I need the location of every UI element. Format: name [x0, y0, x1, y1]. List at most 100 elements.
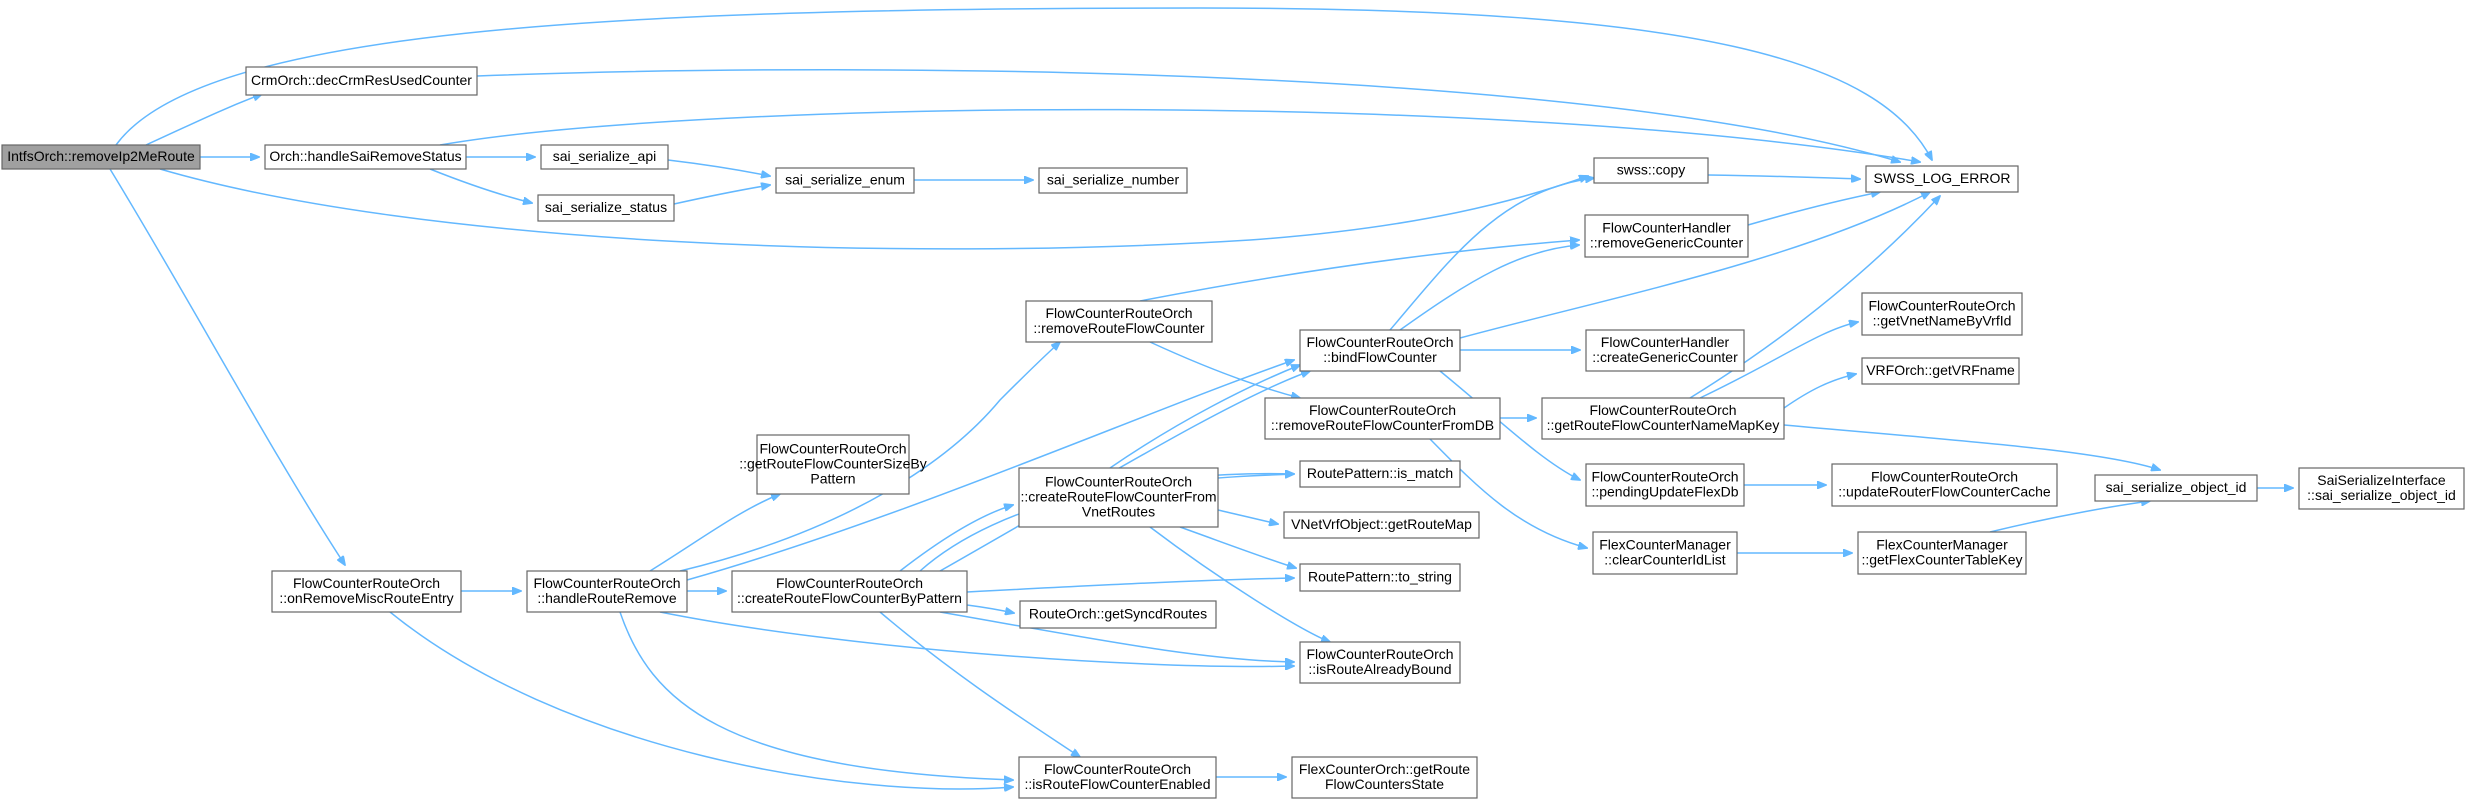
edge-fcro_create_vnet-to-fcro_isbound: [1149, 526, 1330, 642]
edge-fcro_bind-to-fch_remove: [1399, 245, 1579, 331]
node-box: [1299, 641, 1461, 684]
node-ser-number[interactable]: sai_serialize_number: [1038, 167, 1188, 194]
edge-fcro_getmapkey-to-ser_objid: [1783, 424, 2160, 470]
node-fcro-on-remove[interactable]: FlowCounterRouteOrch::onRemoveMiscRouteE…: [271, 570, 462, 613]
node-label-line: ::createRouteFlowCounterFrom: [1020, 489, 1216, 505]
node-box: [731, 570, 968, 613]
node-label-line: swss::copy: [1617, 162, 1685, 178]
node-label-line: FlowCounterRouteOrch: [533, 575, 680, 591]
node-box: [1299, 460, 1461, 488]
node-box: [1592, 531, 1738, 575]
node-fcro-getvnet[interactable]: FlowCounterRouteOrch::getVnetNameByVrfId: [1861, 292, 2023, 336]
node-box: [1018, 467, 1219, 528]
node-rp-tostring[interactable]: RoutePattern::to_string: [1299, 563, 1461, 592]
edge-fcro_on_remove-to-fcro_isenabled: [389, 611, 1013, 789]
node-label-line: FlowCounterRouteOrch: [1591, 469, 1738, 485]
edge-root-to-log_error: [115, 7, 1932, 160]
edge-ser_status-to-ser_enum: [673, 185, 770, 205]
node-box: [264, 144, 467, 170]
node-vrf-getname[interactable]: VRFOrch::getVRFname: [1861, 357, 2020, 385]
node-label-line: ::updateRouterFlowCounterCache: [1838, 484, 2051, 500]
node-label-line: FlowCounterRouteOrch: [1309, 402, 1456, 418]
edge-fcro_bind-to-fcro_pending: [1439, 370, 1580, 480]
edge-fcro_handle_remove-to-fcro_getsize: [649, 494, 780, 572]
node-label-line: sai_serialize_object_id: [2106, 479, 2247, 495]
edge-fcro_bind-to-log_error: [1459, 192, 1930, 339]
node-label-line: FlowCounterRouteOrch: [1306, 334, 1453, 350]
node-log-error[interactable]: SWSS_LOG_ERROR: [1865, 165, 2019, 193]
node-fcro-create-pattern[interactable]: FlowCounterRouteOrch::createRouteFlowCou…: [731, 570, 968, 613]
node-ser-enum[interactable]: sai_serialize_enum: [775, 167, 915, 194]
node-label-line: RoutePattern::is_match: [1307, 465, 1453, 481]
node-fcm-clear[interactable]: FlexCounterManager::clearCounterIdList: [1592, 531, 1738, 575]
node-label-line: sai_serialize_status: [545, 199, 667, 215]
node-box: [1857, 531, 2027, 575]
node-ser-objid[interactable]: sai_serialize_object_id: [2094, 474, 2258, 502]
node-orch-handle[interactable]: Orch::handleSaiRemoveStatus: [264, 144, 467, 170]
node-box: [775, 167, 915, 194]
node-box: [526, 570, 688, 613]
node-label-line: FlowCounterRouteOrch: [1306, 646, 1453, 662]
edge-fcro_handle_remove-to-fcro_isenabled: [619, 611, 1013, 780]
node-ser-status[interactable]: sai_serialize_status: [537, 194, 675, 222]
node-fcro-isenabled[interactable]: FlowCounterRouteOrch::isRouteFlowCounter…: [1018, 756, 1217, 799]
node-fcro-bind[interactable]: FlowCounterRouteOrch::bindFlowCounter: [1299, 329, 1461, 372]
edge-fcro_create_vnet-to-vnet_getmap: [1217, 509, 1278, 524]
node-label-line: ::sai_serialize_object_id: [2307, 487, 2456, 503]
node-label-line: FlowCounterHandler: [1601, 334, 1730, 350]
node-flexorch-getstate[interactable]: FlexCounterOrch::getRouteFlowCountersSta…: [1291, 756, 1478, 799]
node-label-line: ::getRouteFlowCounterNameMapKey: [1547, 417, 1780, 433]
node-route-getsynced[interactable]: RouteOrch::getSyncdRoutes: [1019, 600, 1217, 629]
edge-orch_handle-to-log_error: [439, 108, 1920, 162]
node-box: [1584, 214, 1749, 258]
node-box: [1865, 165, 2019, 193]
node-swss-copy[interactable]: swss::copy: [1593, 157, 1709, 184]
edge-fcro_getmapkey-to-fcro_getvnet: [1699, 322, 1858, 399]
node-box: [1018, 756, 1217, 799]
node-crm[interactable]: CrmOrch::decCrmResUsedCounter: [245, 66, 478, 96]
edge-root-to-swss_copy: [159, 168, 1588, 250]
node-fcro-remove-db[interactable]: FlowCounterRouteOrch::removeRouteFlowCou…: [1264, 397, 1501, 440]
node-fcro-update-cache[interactable]: FlowCounterRouteOrch::updateRouterFlowCo…: [1831, 463, 2058, 507]
node-fch-remove[interactable]: FlowCounterHandler::removeGenericCounter: [1584, 214, 1749, 258]
node-box: [1299, 563, 1461, 592]
edge-fcro_handle_remove-to-fcro_isbound: [659, 611, 1294, 667]
node-box: [2094, 474, 2258, 502]
node-box: [1291, 756, 1478, 799]
node-fch-create[interactable]: FlowCounterHandler::createGenericCounter: [1585, 329, 1745, 372]
node-label-line: FlowCounterRouteOrch: [1868, 298, 2015, 314]
node-ser-api[interactable]: sai_serialize_api: [540, 144, 669, 170]
node-root[interactable]: IntfsOrch::removeIp2MeRoute: [1, 144, 201, 170]
node-label-line: IntfsOrch::removeIp2MeRoute: [7, 148, 195, 164]
edge-fcro_create_pattern-to-route_getsynced: [966, 604, 1014, 613]
node-box: [540, 144, 669, 170]
edge-fcro_create_vnet-to-rp_tostring: [1179, 526, 1296, 568]
node-label-line: FlowCounterRouteOrch: [776, 575, 923, 591]
node-ssi-objid[interactable]: SaiSerializeInterface::sai_serialize_obj…: [2298, 467, 2465, 510]
edge-fcro_create_vnet-to-fcro_bind: [1109, 365, 1300, 469]
node-fcro-getmapkey[interactable]: FlowCounterRouteOrch::getRouteFlowCounte…: [1541, 397, 1785, 440]
node-label-line: FlexCounterManager: [1876, 537, 2008, 553]
node-fcro-handle-remove[interactable]: FlowCounterRouteOrch::handleRouteRemove: [526, 570, 688, 613]
node-fcro-pending[interactable]: FlowCounterRouteOrch::pendingUpdateFlexD…: [1585, 463, 1745, 507]
edge-fcro_getmapkey-to-vrf_getname: [1783, 374, 1856, 409]
node-box: [1861, 357, 2020, 385]
node-label-line: sai_serialize_enum: [785, 172, 905, 188]
node-label-line: RouteOrch::getSyncdRoutes: [1029, 606, 1207, 622]
node-fcro-remove-counter[interactable]: FlowCounterRouteOrch::removeRouteFlowCou…: [1025, 300, 1213, 343]
node-box: [756, 434, 910, 495]
node-label-line: FlowCounterHandler: [1602, 220, 1731, 236]
edge-fcro_create_pattern-to-fcro_isenabled: [879, 611, 1080, 757]
node-vnet-getmap[interactable]: VNetVrfObject::getRouteMap: [1283, 511, 1480, 539]
node-fcro-create-vnet[interactable]: FlowCounterRouteOrch::createRouteFlowCou…: [1018, 467, 1219, 528]
node-fcro-isbound[interactable]: FlowCounterRouteOrch::isRouteAlreadyBoun…: [1299, 641, 1461, 684]
node-rp-match[interactable]: RoutePattern::is_match: [1299, 460, 1461, 488]
node-label-line: ::removeRouteFlowCounterFromDB: [1271, 417, 1494, 433]
node-box: [1299, 329, 1461, 372]
node-label-line: FlowCounterRouteOrch: [1045, 305, 1192, 321]
node-fcm-getkey[interactable]: FlexCounterManager::getFlexCounterTableK…: [1857, 531, 2027, 575]
node-box: [1585, 329, 1745, 372]
node-box: [1264, 397, 1501, 440]
node-fcro-getsize[interactable]: FlowCounterRouteOrch::getRouteFlowCounte…: [739, 434, 927, 495]
